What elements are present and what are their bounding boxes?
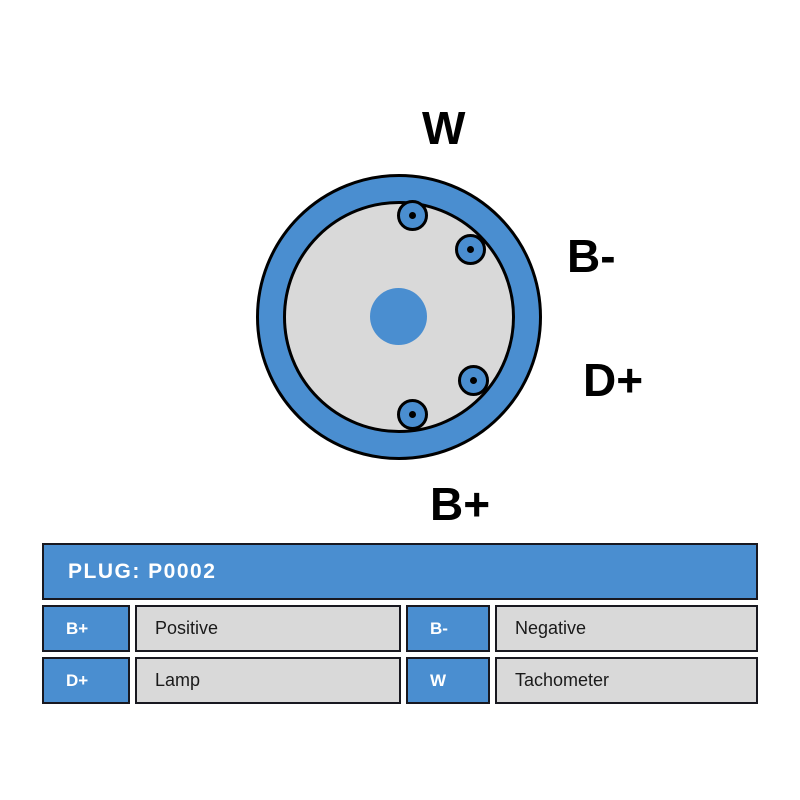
pin-value-positive: Positive [135,605,401,652]
label-b-minus: B- [567,230,616,282]
terminal-b-plus [397,399,428,430]
terminal-pin-icon [467,246,474,253]
pin-value-negative: Negative [495,605,758,652]
terminal-pin-icon [409,212,416,219]
pin-key-d-plus: D+ [42,657,130,704]
plug-diagram: W B- D+ B+ [256,102,644,530]
terminal-b-minus [455,234,486,265]
terminal-w [397,200,428,231]
terminal-pin-icon [470,377,477,384]
label-w: W [422,102,466,154]
pin-key-b-minus: B- [406,605,490,652]
terminal-pin-icon [409,411,416,418]
label-b-plus: B+ [430,478,491,530]
pin-value-lamp: Lamp [135,657,401,704]
table-header-plug-id: PLUG: P0002 [42,543,758,600]
label-d-plus: D+ [583,354,644,406]
pin-key-b-plus: B+ [42,605,130,652]
pin-key-w: W [406,657,490,704]
terminal-d-plus [458,365,489,396]
plug-center-hole [370,288,427,345]
plug-pinout-table: PLUG: P0002 B+ Positive B- Negative D+ L… [42,543,758,704]
pin-value-tachometer: Tachometer [495,657,758,704]
